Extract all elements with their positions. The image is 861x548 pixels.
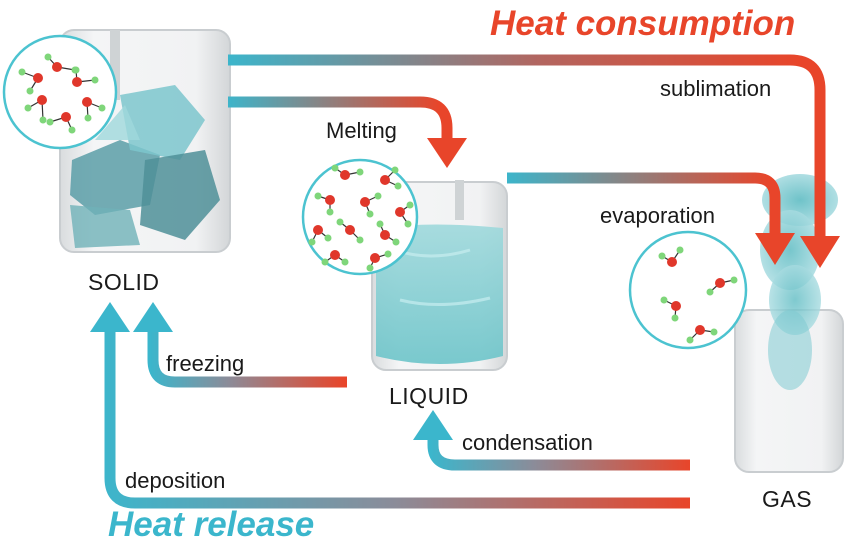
freezing-label: freezing (166, 351, 245, 376)
ice-cubes (70, 85, 220, 248)
solid-label: SOLID (88, 269, 160, 295)
sublimation-arrow (228, 54, 840, 268)
evaporation-label: evaporation (600, 203, 715, 228)
deposition-arrow (90, 302, 690, 509)
melting-arrow (228, 96, 467, 168)
condensation-label: condensation (462, 430, 593, 455)
liquid-molecules-circle (301, 158, 419, 276)
evaporation-arrow (507, 172, 795, 265)
heat-release-title: Heat release (108, 505, 315, 544)
melting-label: Melting (326, 118, 397, 143)
liquid-label: LIQUID (389, 383, 469, 409)
gas-molecules-circle (628, 230, 748, 350)
condensation-arrow (413, 410, 690, 471)
solid-molecules-circle (2, 34, 118, 150)
sublimation-label: sublimation (660, 76, 772, 101)
freezing-arrow (133, 302, 347, 388)
heat-consumption-title: Heat consumption (490, 4, 796, 43)
gas-label: GAS (762, 486, 813, 512)
gas-beaker (734, 174, 844, 473)
water (376, 224, 503, 364)
deposition-label: deposition (125, 468, 226, 493)
